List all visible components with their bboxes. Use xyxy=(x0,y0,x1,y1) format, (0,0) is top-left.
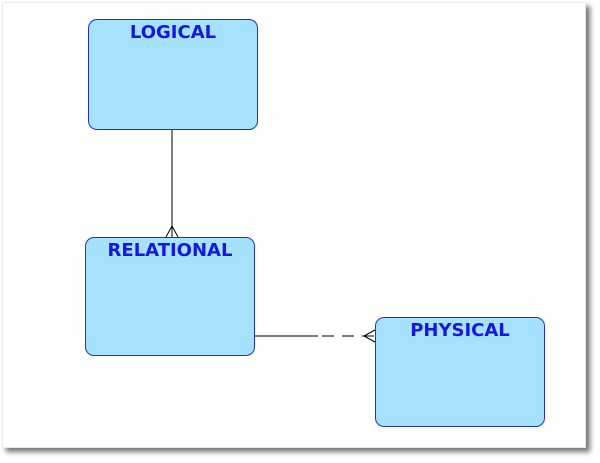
crow-foot-icon xyxy=(165,225,179,238)
entity-logical[interactable]: LOGICAL xyxy=(88,19,258,130)
entity-physical[interactable]: PHYSICAL xyxy=(375,317,545,427)
crow-foot-icon xyxy=(363,329,376,343)
entity-physical-label: PHYSICAL xyxy=(410,320,510,341)
entity-logical-label: LOGICAL xyxy=(129,22,217,43)
relationship-relational-physical[interactable] xyxy=(255,329,376,343)
entity-relational-label: RELATIONAL xyxy=(107,240,233,261)
entity-relational[interactable]: RELATIONAL xyxy=(85,237,255,356)
relationship-logical-relational[interactable] xyxy=(165,130,179,238)
